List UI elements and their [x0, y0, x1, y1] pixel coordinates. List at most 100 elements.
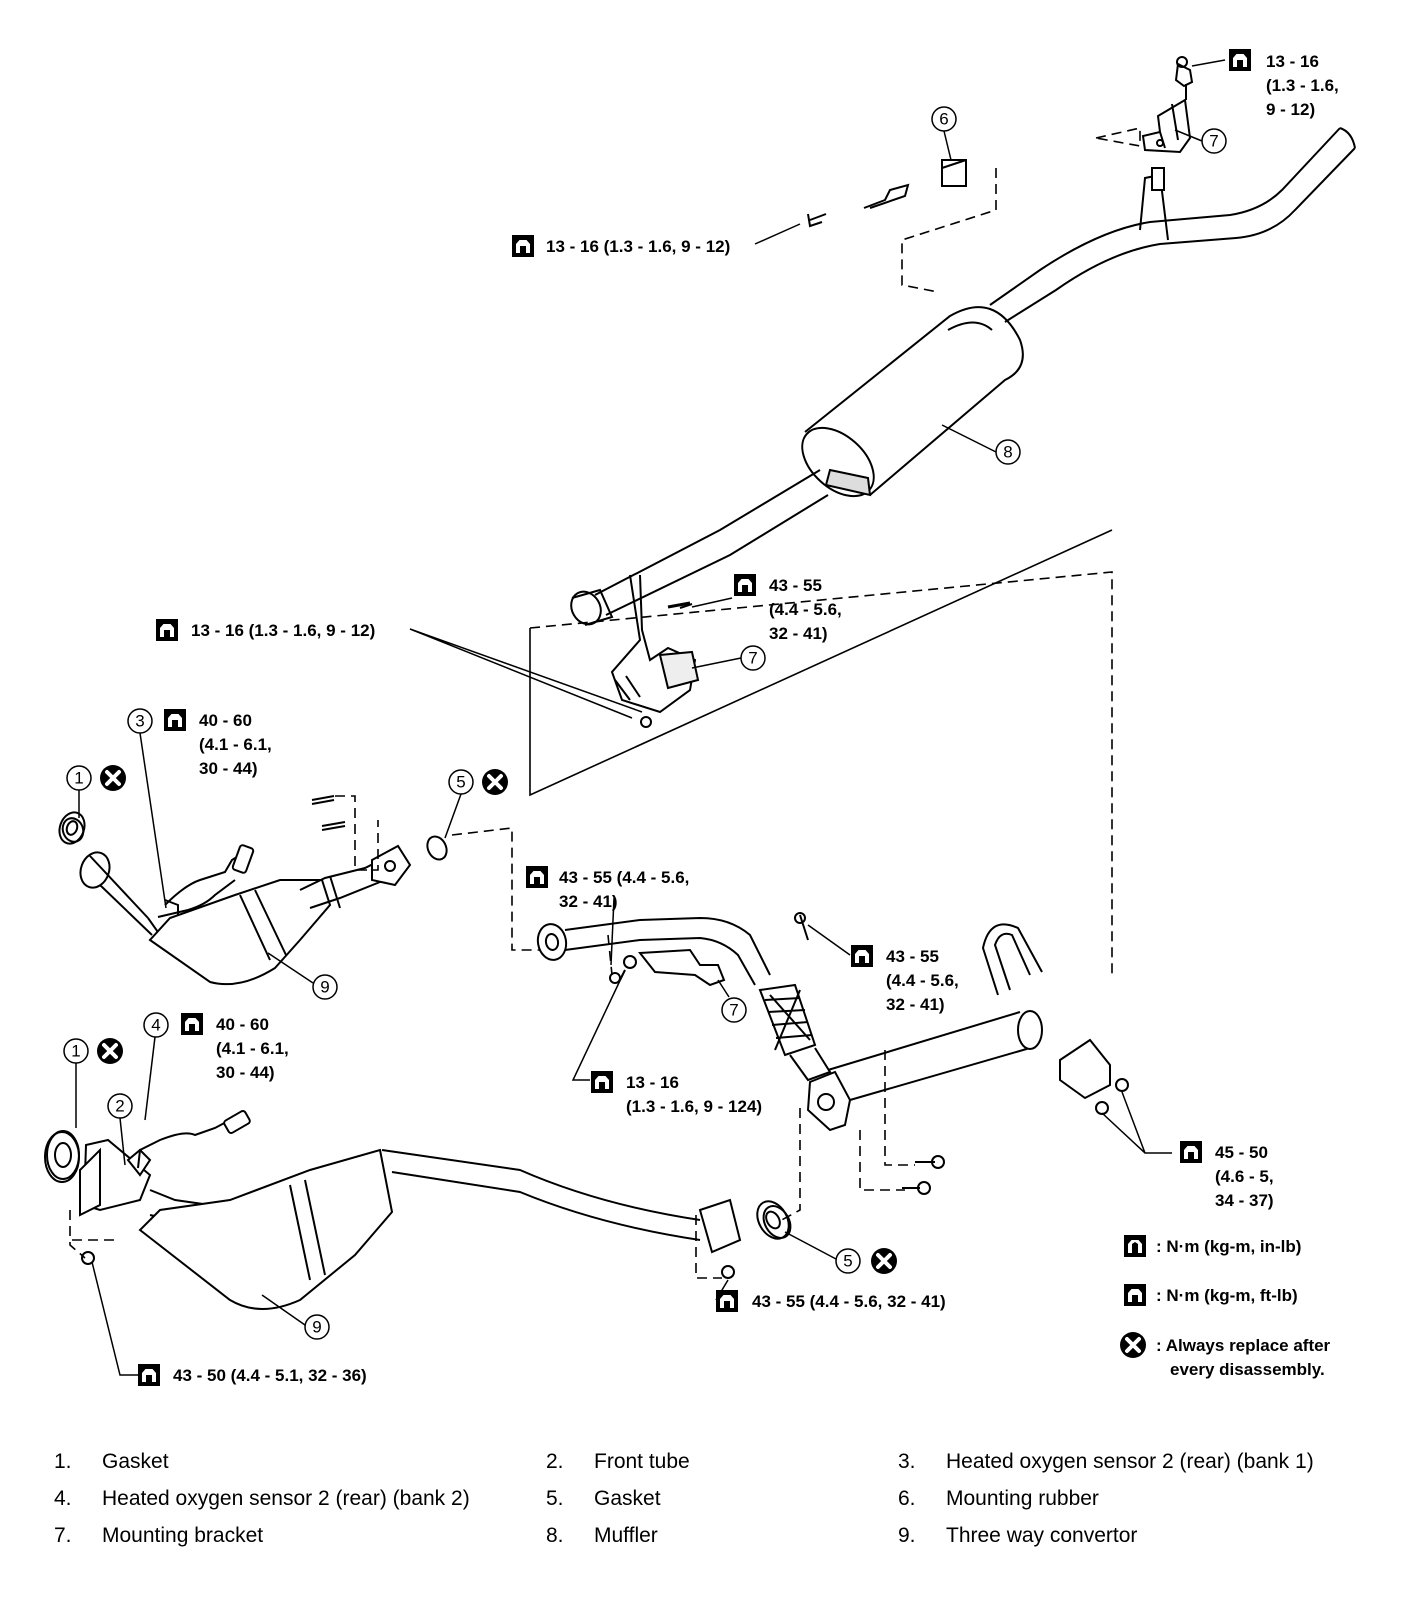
replace-x-icon: [480, 767, 510, 797]
callout-label: 5: [843, 1252, 852, 1271]
u-bolt: [981, 923, 1129, 1115]
replace-x-icon: [98, 763, 128, 793]
torque-spec-front-nut: 13 - 16 (1.3 - 1.6, 9 - 124): [591, 1071, 762, 1116]
wrench-icon: [164, 709, 186, 731]
callout-label: 5: [456, 773, 465, 792]
exhaust-parts: [44, 56, 1356, 1310]
part-number: 2.: [546, 1450, 564, 1473]
svg-text:32 - 41): 32 - 41): [559, 892, 618, 911]
torque-spec-sensor-bank1: 40 - 60 (4.1 - 6.1, 30 - 44): [164, 709, 272, 778]
torque-spec-lower-flange: 43 - 55 (4.4 - 5.6, 32 - 41): [716, 1290, 946, 1312]
svg-text:(4.1 - 6.1,: (4.1 - 6.1,: [216, 1039, 289, 1058]
callout-1-upper: 1: [66, 765, 92, 791]
torque-spec-center-bracket: 43 - 55 (4.4 - 5.6, 32 - 41): [734, 574, 842, 643]
part-name: Mounting bracket: [102, 1524, 264, 1547]
sensor-bank2: [137, 1110, 251, 1169]
svg-text:40 - 60: 40 - 60: [216, 1015, 269, 1034]
part-item: 6.Mounting rubber: [898, 1487, 1099, 1511]
svg-text:9 - 12): 9 - 12): [1266, 100, 1315, 119]
svg-text:13 - 16: 13 - 16: [1266, 52, 1319, 71]
wrench-icon: [138, 1364, 160, 1386]
wrench-icon: [1229, 49, 1251, 71]
wrench-icon: [181, 1013, 203, 1035]
torque-spec-flange-nut: 43 - 55 (4.4 - 5.6, 32 - 41): [526, 866, 689, 911]
part-number: 3.: [898, 1450, 916, 1473]
callout-label: 9: [312, 1318, 321, 1337]
torque-spec-rear-bracket: 13 - 16 (1.3 - 1.6, 9 - 12): [1229, 49, 1339, 119]
svg-text:(4.1 - 6.1,: (4.1 - 6.1,: [199, 735, 272, 754]
sensor-bank1: [157, 844, 255, 918]
part-number: 9.: [898, 1524, 916, 1547]
part-number: 6.: [898, 1487, 916, 1510]
callout-label: 4: [151, 1016, 160, 1035]
part-item: 5. Gasket: [546, 1487, 661, 1511]
callout-label: 7: [1209, 132, 1218, 151]
torque-spec-sensor-bank2: 40 - 60 (4.1 - 6.1, 30 - 44): [181, 1013, 289, 1082]
svg-text:43 - 55: 43 - 55: [886, 947, 939, 966]
connecting-pipe: [536, 916, 1043, 1132]
callout-7-rear: 7: [1201, 128, 1227, 154]
part-item: 7.Mounting bracket: [54, 1524, 263, 1548]
wrench-icon: [716, 1290, 738, 1312]
part-name: Muffler: [594, 1524, 658, 1547]
wrench-icon: [512, 235, 534, 257]
alignment-lines: [69, 126, 1141, 1279]
callout-7-center: 7: [740, 645, 766, 671]
svg-text:30 - 44): 30 - 44): [216, 1063, 275, 1082]
front-tube-bank1: [58, 811, 412, 986]
part-number: 4.: [54, 1487, 72, 1510]
wrench-in-lb-icon: [1124, 1235, 1146, 1257]
wrench-icon: [526, 866, 548, 888]
part-item: 1.Gasket: [54, 1450, 169, 1474]
svg-text:30 - 44): 30 - 44): [199, 759, 258, 778]
tail-pipe: [989, 127, 1356, 323]
muffler: [801, 306, 1024, 498]
part-name: Front tube: [594, 1450, 690, 1473]
part-item: 3. Heated oxygen sensor 2 (rear) (bank 1): [898, 1450, 1314, 1474]
mounting-rubber: [807, 159, 967, 228]
torque-spec-front-bracket: 43 - 55 (4.4 - 5.6, 32 - 41): [851, 945, 959, 1014]
torque-spec-center-nut: 13 - 16 (1.3 - 1.6, 9 - 12): [156, 619, 375, 641]
svg-text:32 - 41): 32 - 41): [769, 624, 828, 643]
callout-7-front: 7: [721, 997, 747, 1023]
part-item: 4.Heated oxygen sensor 2 (rear) (bank 2): [54, 1487, 470, 1511]
callout-label: 8: [1003, 443, 1012, 462]
callout-label: 1: [74, 769, 83, 788]
wrench-icon: [734, 574, 756, 596]
svg-text:(4.6 - 5,: (4.6 - 5,: [1215, 1167, 1274, 1186]
svg-text:13 - 16 (1.3 - 1.6, 9 - 12): 13 - 16 (1.3 - 1.6, 9 - 12): [191, 621, 375, 640]
svg-text:(1.3 - 1.6, 9 - 124): (1.3 - 1.6, 9 - 124): [626, 1097, 762, 1116]
torque-spec-clamp: 45 - 50 (4.6 - 5, 34 - 37): [1180, 1141, 1274, 1210]
part-number: 1.: [54, 1450, 72, 1473]
legend-replace: : Always replace after: [1156, 1336, 1331, 1355]
bolts: [81, 56, 1188, 1265]
callout-3: 3: [127, 708, 153, 734]
callout-label: 7: [748, 649, 757, 668]
symbol-legend: : N·m (kg-m, in-lb) : N·m (kg-m, ft-lb) …: [1118, 1235, 1331, 1379]
callout-6: 6: [931, 106, 957, 132]
wrench-ft-lb-icon: [1124, 1284, 1146, 1306]
replace-x-icon: [95, 1036, 125, 1066]
wrench-icon: [1180, 1141, 1202, 1163]
svg-text:13 - 16: 13 - 16: [626, 1073, 679, 1092]
svg-text:45 - 50: 45 - 50: [1215, 1143, 1268, 1162]
callouts: 6 7 8 7 3 1 5 9 7 4 1 2 5 9: [63, 106, 1227, 1340]
callout-9-upper: 9: [312, 974, 338, 1000]
svg-text:43 - 55 (4.4 - 5.6, 32 - 41): 43 - 55 (4.4 - 5.6, 32 - 41): [752, 1292, 946, 1311]
part-name: Three way convertor: [946, 1524, 1138, 1547]
torque-spec-rubber: 13 - 16 (1.3 - 1.6, 9 - 12): [512, 235, 730, 257]
svg-text:(4.4 - 5.6,: (4.4 - 5.6,: [886, 971, 959, 990]
part-number: 8.: [546, 1524, 564, 1547]
part-item: 8. Muffler: [546, 1524, 658, 1548]
torque-specs: 13 - 16 (1.3 - 1.6, 9 - 12) 13 - 16 (1.3…: [138, 49, 1339, 1386]
legend-in-lb: : N·m (kg-m, in-lb): [1156, 1237, 1301, 1256]
gaskets: [44, 817, 792, 1239]
part-name: Heated oxygen sensor 2 (rear) (bank 1): [946, 1450, 1314, 1473]
part-name: Gasket: [594, 1487, 661, 1510]
wrench-icon: [156, 619, 178, 641]
callout-2: 2: [107, 1093, 133, 1119]
callout-5-upper: 5: [448, 769, 474, 795]
legend-replace: every disassembly.: [1170, 1360, 1325, 1379]
part-number: 5.: [546, 1487, 564, 1510]
legend-ft-lb: : N·m (kg-m, ft-lb): [1156, 1286, 1298, 1305]
